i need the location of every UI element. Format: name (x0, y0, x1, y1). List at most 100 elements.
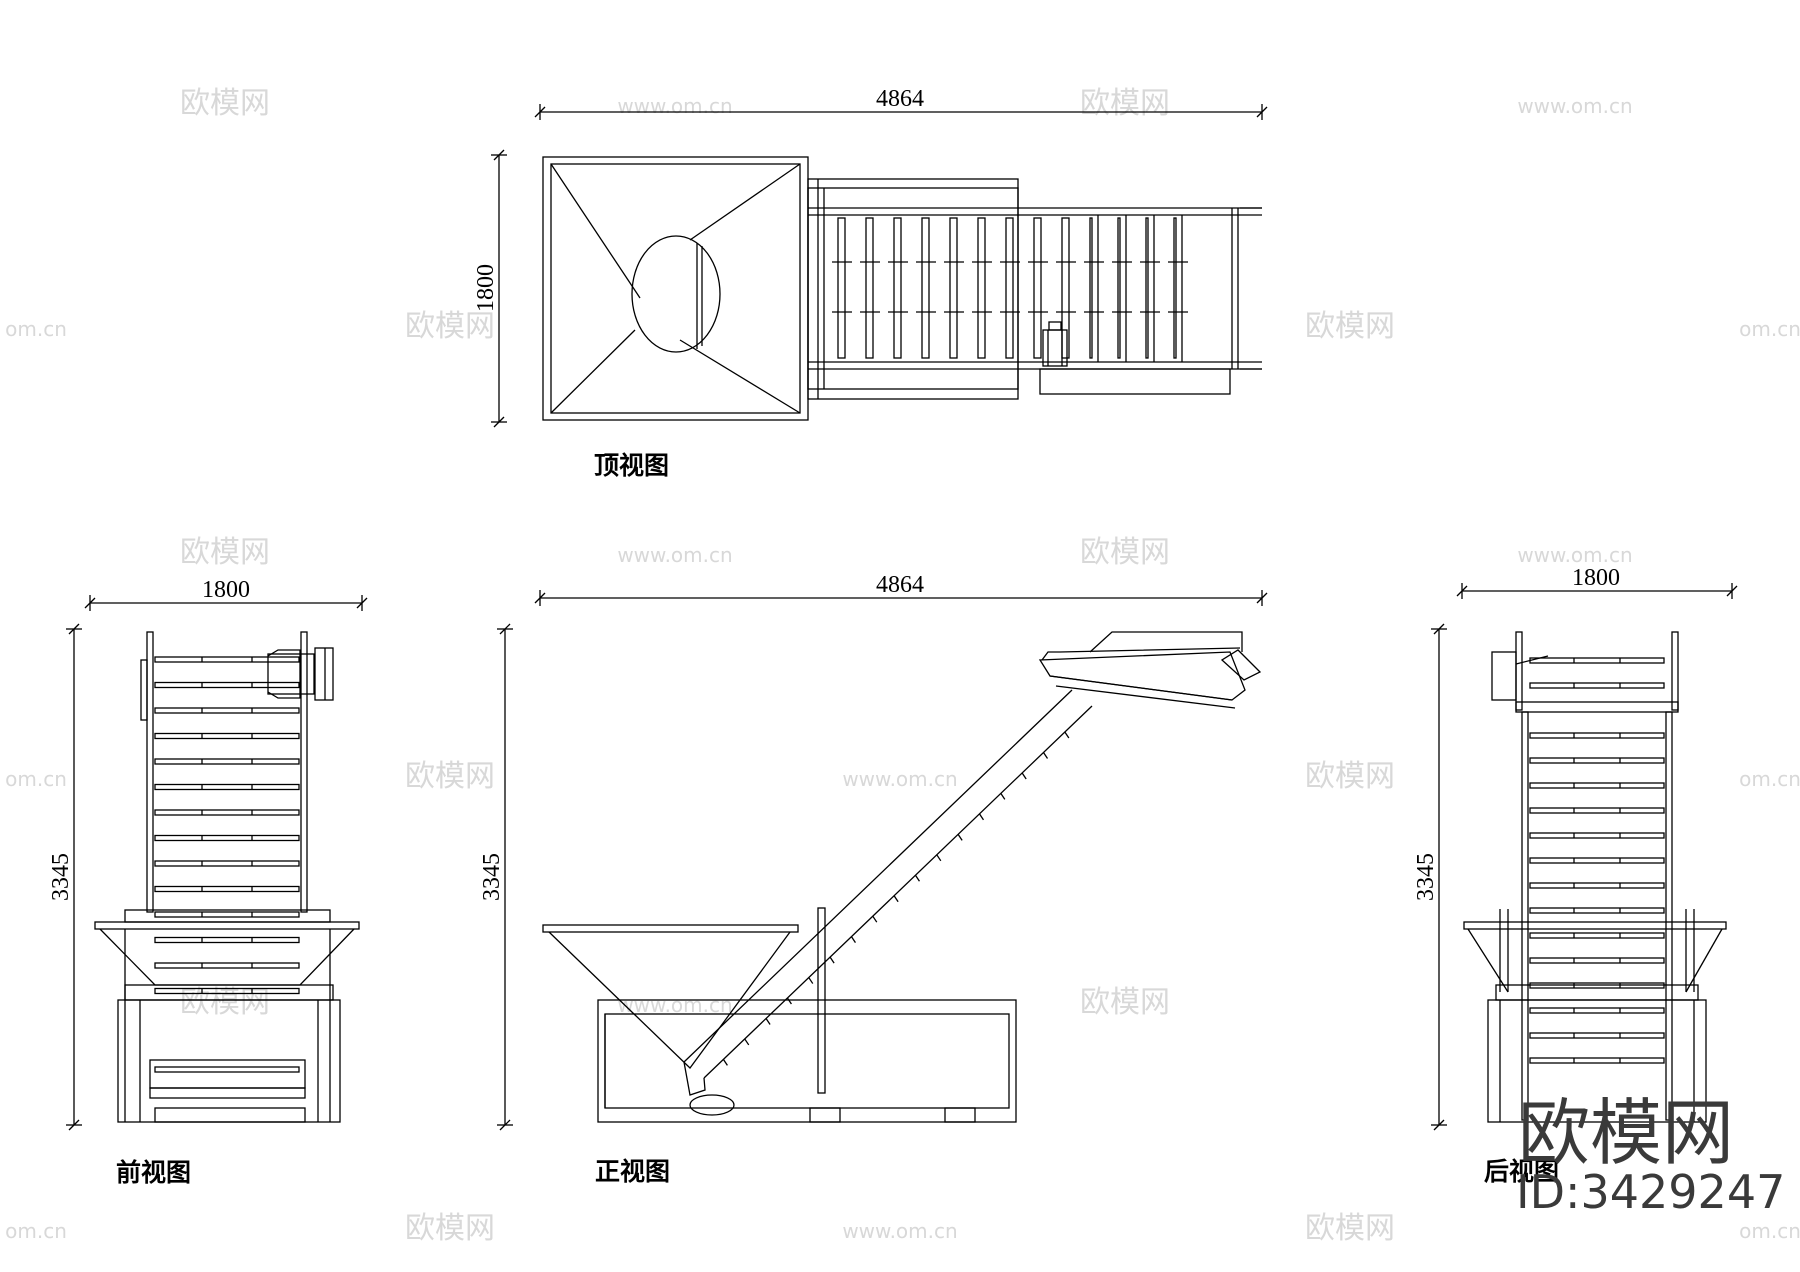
front-width-dimension (84, 595, 368, 611)
watermark-logo: 欧模网 (180, 535, 270, 570)
side-height-label: 3345 (479, 853, 505, 901)
slat (1529, 857, 1665, 864)
slat (154, 885, 300, 893)
watermark-logo: 欧模网 (405, 1211, 495, 1246)
back-width-dimension (1456, 583, 1738, 599)
side-width-dimension (534, 590, 1268, 606)
slat (1145, 217, 1149, 359)
conveyor-tick (936, 854, 942, 862)
back-height-dimension (1431, 623, 1447, 1131)
slat (154, 783, 300, 791)
watermark-url: www.om.cn (617, 993, 732, 1017)
watermark-url: www.om.cn (842, 1219, 957, 1243)
top-view-label: 顶视图 (594, 451, 669, 480)
front-view (66, 595, 368, 1131)
conveyor-tick (978, 813, 985, 821)
slat (1005, 217, 1014, 359)
watermark-logo: 欧模网 (405, 759, 495, 794)
conveyor-tick (1042, 752, 1049, 759)
conveyor-tick (722, 1059, 728, 1066)
watermark-url: www.om.cn (1517, 543, 1632, 567)
slat (1529, 807, 1665, 814)
slat (1529, 757, 1665, 764)
slat (1529, 732, 1665, 739)
side-height-dimension (497, 623, 513, 1131)
side-width-label: 4864 (876, 572, 924, 598)
slat (154, 1066, 300, 1073)
conveyor-top (807, 178, 1262, 400)
slat (154, 962, 300, 969)
slat (1529, 832, 1665, 839)
slat (154, 936, 300, 944)
top-width-dimension (534, 104, 1268, 120)
slat (154, 732, 300, 740)
side-conveyor-ticks (722, 731, 1070, 1066)
slat (1529, 957, 1665, 964)
slat (1529, 882, 1665, 889)
slat (1117, 217, 1121, 359)
slat (154, 809, 300, 816)
slat (893, 217, 902, 359)
slat (837, 217, 846, 359)
front-width-label: 1800 (202, 577, 250, 603)
back-view (1431, 583, 1738, 1131)
watermark-logo: 欧模网 (1080, 86, 1170, 121)
watermark-logo: 欧模网 (1305, 309, 1395, 344)
conveyor-tick (893, 895, 899, 903)
conveyor-tick (765, 1018, 771, 1025)
top-width-label: 4864 (876, 86, 924, 112)
slat (1529, 682, 1665, 689)
slat (154, 656, 300, 663)
top-height-dimension (491, 149, 507, 428)
side-view-label: 正视图 (595, 1157, 670, 1186)
watermark-url-fragment: om.cn (5, 317, 67, 341)
slat (154, 860, 300, 867)
watermark-logo: 欧模网 (180, 86, 270, 121)
slat (154, 987, 300, 995)
side-view (497, 590, 1268, 1131)
conveyor-tick (786, 997, 792, 1005)
front-conveyor-slats (154, 656, 300, 1073)
conveyor-slats (832, 215, 1188, 362)
conveyor-tick (914, 874, 921, 882)
conveyor-tick (872, 915, 878, 923)
slat (1529, 1032, 1665, 1039)
top-height-label: 1800 (473, 264, 499, 312)
watermark-logo: 欧模网 (1080, 535, 1170, 570)
slat (921, 217, 930, 359)
watermark-layer: 欧模网欧模网欧模网欧模网欧模网欧模网欧模网欧模网欧模网欧模网欧模网欧模网www.… (5, 86, 1800, 1246)
conveyor-tick (850, 936, 856, 944)
watermark-url-fragment: om.cn (5, 767, 67, 791)
watermark-url: www.om.cn (842, 767, 957, 791)
slat (977, 217, 986, 359)
hopper-top (542, 156, 809, 421)
slat (1529, 1057, 1665, 1064)
slat (154, 834, 300, 842)
slat (1061, 217, 1070, 359)
slat (949, 217, 958, 359)
conveyor-tick (829, 956, 835, 964)
watermark-logo: 欧模网 (180, 985, 270, 1020)
brand-logo: 欧模网 (1518, 1091, 1734, 1175)
slat (1529, 657, 1665, 664)
slat (1529, 982, 1665, 989)
back-view-label: 后视图 (1484, 1157, 1559, 1186)
watermark-url: www.om.cn (617, 94, 732, 118)
slat (154, 707, 300, 714)
top-view (491, 104, 1268, 428)
watermark-url: www.om.cn (1517, 94, 1632, 118)
slat (1173, 217, 1177, 359)
watermark-url-fragment: om.cn (5, 1219, 67, 1243)
watermark-url: www.om.cn (617, 543, 732, 567)
front-height-dimension (66, 623, 82, 1131)
conveyor-tick (1000, 793, 1006, 800)
watermark-logo: 欧模网 (1305, 759, 1395, 794)
slat (154, 758, 300, 765)
watermark-url-fragment: om.cn (1739, 317, 1800, 341)
slat (1089, 217, 1093, 359)
watermark-url-fragment: om.cn (1739, 1219, 1800, 1243)
conveyor-tick (1021, 772, 1027, 780)
watermark-url-fragment: om.cn (1739, 767, 1800, 791)
slat (1529, 907, 1665, 914)
